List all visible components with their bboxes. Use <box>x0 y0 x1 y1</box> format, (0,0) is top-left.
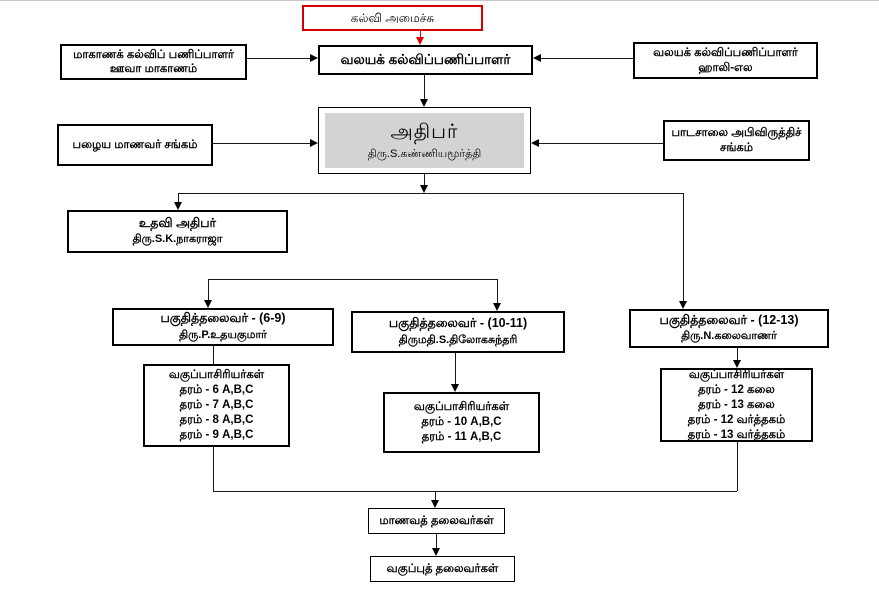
arrowhead-converge-studentleaders <box>431 500 439 508</box>
class-row: தரம் - 7 A,B,C <box>179 399 254 411</box>
connector-branch-section69-line <box>208 279 209 300</box>
arrowhead-principal-branch <box>420 185 428 193</box>
node-section-head-6-9-title: பகுதித்தலைவர் - (6-9) <box>160 311 286 326</box>
connector-class1213-converge-line <box>737 442 738 491</box>
arrowhead-branch-section1213 <box>679 301 687 309</box>
connector-ministry-zonal-line <box>420 31 421 38</box>
connector-zonaloffice-zonal-line <box>541 58 633 59</box>
node-ministry: கல்வி அமைச்சு <box>302 5 483 31</box>
node-assistant-principal-name: திரு.S.K.நாகராஜா <box>132 233 223 246</box>
node-class-leaders-label: வகுப்புத் தலைவர்கள் <box>386 562 499 575</box>
arrowhead-section1213-class1213 <box>733 360 741 368</box>
arrowhead-branch-section1011 <box>493 303 501 311</box>
connector-branch-section1011-line <box>497 279 498 303</box>
arrowhead-zonaloffice-zonal <box>533 54 541 62</box>
node-class-teachers-12-13: வகுப்பாசிரியர்கள் தரம் - 12 கலை தரம் - 1… <box>660 368 813 442</box>
node-section-head-12-13: பகுதித்தலைவர் - (12-13) திரு.N.கலைவாணர் <box>629 309 829 348</box>
class-row: தரம் - 13 வர்த்தகம் <box>687 428 786 441</box>
class-row: தரம் - 12 வர்த்தகம் <box>687 413 786 426</box>
node-section-head-12-13-name: திரு.N.கலைவாணர் <box>681 330 777 343</box>
arrowhead-provincial-zonal <box>310 54 318 62</box>
node-zonal-office: வலயக் கல்விப்பணிப்பாளர் ஹாலி-எல <box>633 42 818 79</box>
arrowhead-branch-section69 <box>204 300 212 308</box>
connector-class69-converge-line <box>213 447 214 491</box>
connector-studentleaders-classleaders-line <box>436 534 437 548</box>
node-student-leaders-label: மாணவத் தலைவர்கள் <box>379 514 494 527</box>
node-zonal-director-label: வலயக் கல்விப்பணிப்பாளர் <box>340 51 511 67</box>
node-class-teachers-6-9: வகுப்பாசிரியர்கள் தரம் - 6 A,B,C தரம் - … <box>143 364 290 447</box>
node-principal: அதிபர் திரு.S.கண்ணியமூர்த்தி <box>318 107 531 174</box>
arrowhead-section1011-class1011 <box>451 384 459 392</box>
arrowhead-ministry-zonal <box>416 37 424 45</box>
arrowhead-studentleaders-classleaders <box>432 548 440 556</box>
class-row: தரம் - 9 A,B,C <box>179 429 254 441</box>
node-section-head-10-11: பகுதித்தலைவர் - (10-11) திருமதி.S.திலோகச… <box>351 311 565 353</box>
node-provincial-director: மாகாணக் கல்விப் பணிப்பாளர் ஊவா மாகாணம் <box>60 44 247 80</box>
class-row: தரம் - 13 கலை <box>698 398 775 411</box>
branch-line-level2 <box>208 279 497 280</box>
connector-branch-section1213-line <box>683 193 684 301</box>
node-old-students-label: பழைய மாணவர் சங்கம் <box>72 138 198 151</box>
connector-branch-assistant-line <box>178 193 179 202</box>
class-row: தரம் - 12 கலை <box>698 383 775 396</box>
node-assistant-principal-title: உதவி அதிபர் <box>138 215 217 230</box>
node-provincial-director-line1: மாகாணக் கல்விப் பணிப்பாளர் <box>73 48 234 61</box>
node-zonal-office-line1: வலயக் கல்விப்பணிப்பாளர் <box>653 47 798 60</box>
class-row: தரம் - 10 A,B,C <box>421 416 502 428</box>
node-provincial-director-line2: ஊவா மாகாணம் <box>109 63 198 75</box>
node-section-head-6-9: பகுதித்தலைவர் - (6-9) திரு.P.உதயகுமார் <box>112 308 334 346</box>
node-student-leaders: மாணவத் தலைவர்கள் <box>368 508 505 534</box>
node-principal-name: திரு.S.கண்ணியமூர்த்தி <box>367 147 482 160</box>
node-school-dev: பாடசாலை அபிவிருத்திச் சங்கம் <box>663 120 810 161</box>
node-section-head-10-11-name: திருமதி.S.திலோகசுந்தரி <box>398 333 518 346</box>
node-section-head-10-11-title: பகுதித்தலைவர் - (10-11) <box>388 316 528 331</box>
node-class-leaders: வகுப்புத் தலைவர்கள் <box>370 556 515 582</box>
class-teachers-12-13-title: வகுப்பாசிரியர்கள் <box>688 368 785 381</box>
node-school-dev-line2: சங்கம் <box>719 141 754 154</box>
connector-section1213-class1213-line <box>737 348 738 360</box>
arrowhead-branch-assistant <box>174 202 182 210</box>
arrowhead-schooldev-principal <box>531 139 539 147</box>
node-class-teachers-10-11: வகுப்பாசிரியர்கள் தரம் - 10 A,B,C தரம் -… <box>383 392 540 453</box>
node-zonal-office-line2: ஹாலி-எல <box>698 61 753 74</box>
arrowhead-zonal-principal <box>420 99 428 107</box>
arrowhead-oldstudents-principal <box>310 139 318 147</box>
converge-line <box>213 491 737 492</box>
node-assistant-principal: உதவி அதிபர் திரு.S.K.நாகராஜா <box>67 210 288 253</box>
node-ministry-label: கல்வி அமைச்சு <box>350 10 435 25</box>
class-row: தரம் - 11 A,B,C <box>421 431 502 443</box>
class-teachers-6-9-title: வகுப்பாசிரியர்கள் <box>168 369 265 381</box>
connector-oldstudents-principal-line <box>213 143 310 144</box>
node-section-head-12-13-title: பகுதித்தலைவர் - (12-13) <box>659 312 799 327</box>
connector-converge-studentleaders-line <box>435 491 436 500</box>
node-zonal-director: வலயக் கல்விப்பணிப்பாளர் <box>318 45 533 75</box>
node-principal-title: அதிபர் <box>390 120 459 143</box>
class-row: தரம் - 6 A,B,C <box>179 384 254 396</box>
branch-line-level1 <box>178 193 683 194</box>
node-school-dev-line1: பாடசாலை அபிவிருத்திச் <box>671 127 802 140</box>
connector-section1011-class1011-line <box>455 353 456 384</box>
node-section-head-6-9-name: திரு.P.உதயகுமார் <box>179 328 267 341</box>
connector-provincial-zonal-line <box>247 58 310 59</box>
class-teachers-10-11-title: வகுப்பாசிரியர்கள் <box>413 401 510 413</box>
connector-principal-branch-line <box>424 174 425 186</box>
node-principal-inner: அதிபர் திரு.S.கண்ணியமூர்த்தி <box>325 113 524 168</box>
node-old-students: பழைய மாணவர் சங்கம் <box>57 124 213 166</box>
connector-zonal-principal-line <box>424 75 425 99</box>
class-row: தரம் - 8 A,B,C <box>179 414 254 426</box>
connector-section69-class69-line <box>213 346 214 364</box>
connector-schooldev-principal-line <box>539 143 663 144</box>
